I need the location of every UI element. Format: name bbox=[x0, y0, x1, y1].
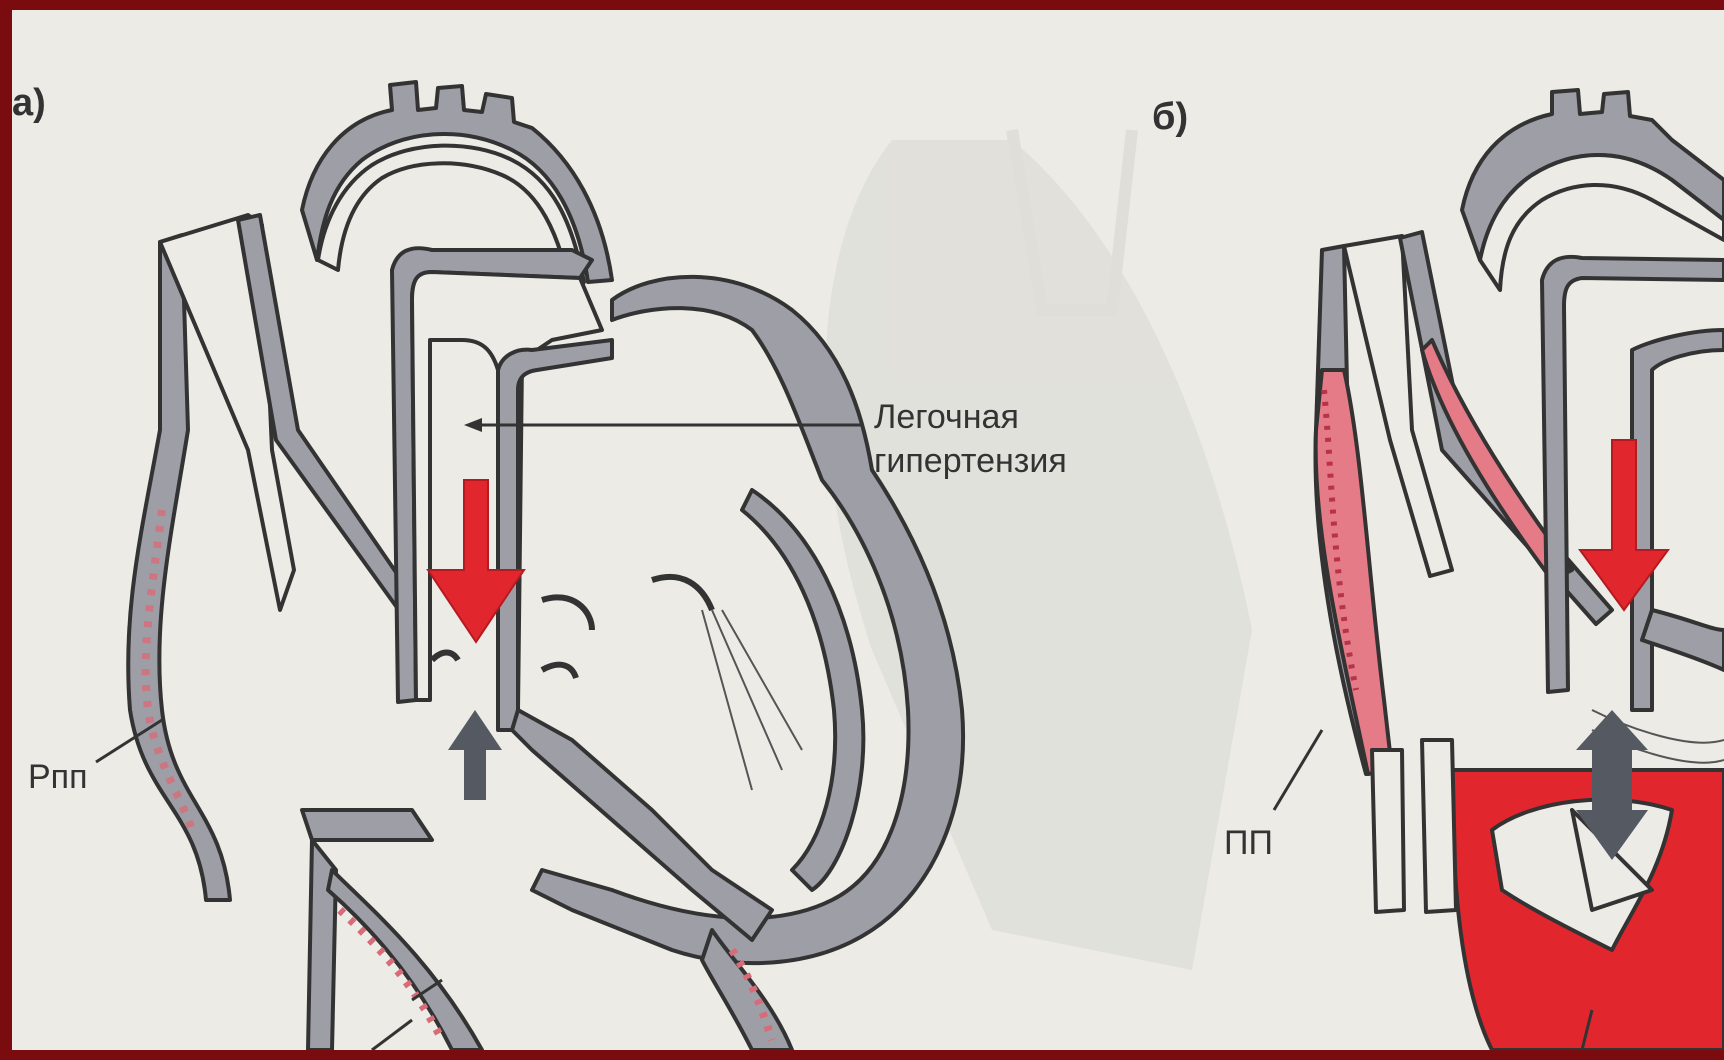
pulmonary-hypertension-label-line1: Легочная bbox=[874, 398, 1019, 437]
right-ventricle-wall bbox=[302, 810, 432, 840]
rpp-label: Pпп bbox=[28, 758, 88, 797]
heart-a bbox=[128, 82, 963, 1050]
diagram-canvas: а) б) Легочная гипертензия Pпп ПП bbox=[12, 10, 1724, 1050]
pulmonary-hypertension-label-line2: гипертензия bbox=[874, 442, 1067, 481]
down-arrow-red-b bbox=[1580, 440, 1668, 610]
panel-a-label: а) bbox=[12, 82, 46, 125]
pp-label: ПП bbox=[1224, 824, 1273, 863]
heart-b bbox=[1315, 90, 1724, 1050]
heart-diagram-svg bbox=[12, 10, 1724, 1050]
panel-b-label: б) bbox=[1152, 96, 1188, 139]
up-arrow-gray bbox=[448, 710, 502, 800]
pp-pointer bbox=[1274, 730, 1322, 810]
